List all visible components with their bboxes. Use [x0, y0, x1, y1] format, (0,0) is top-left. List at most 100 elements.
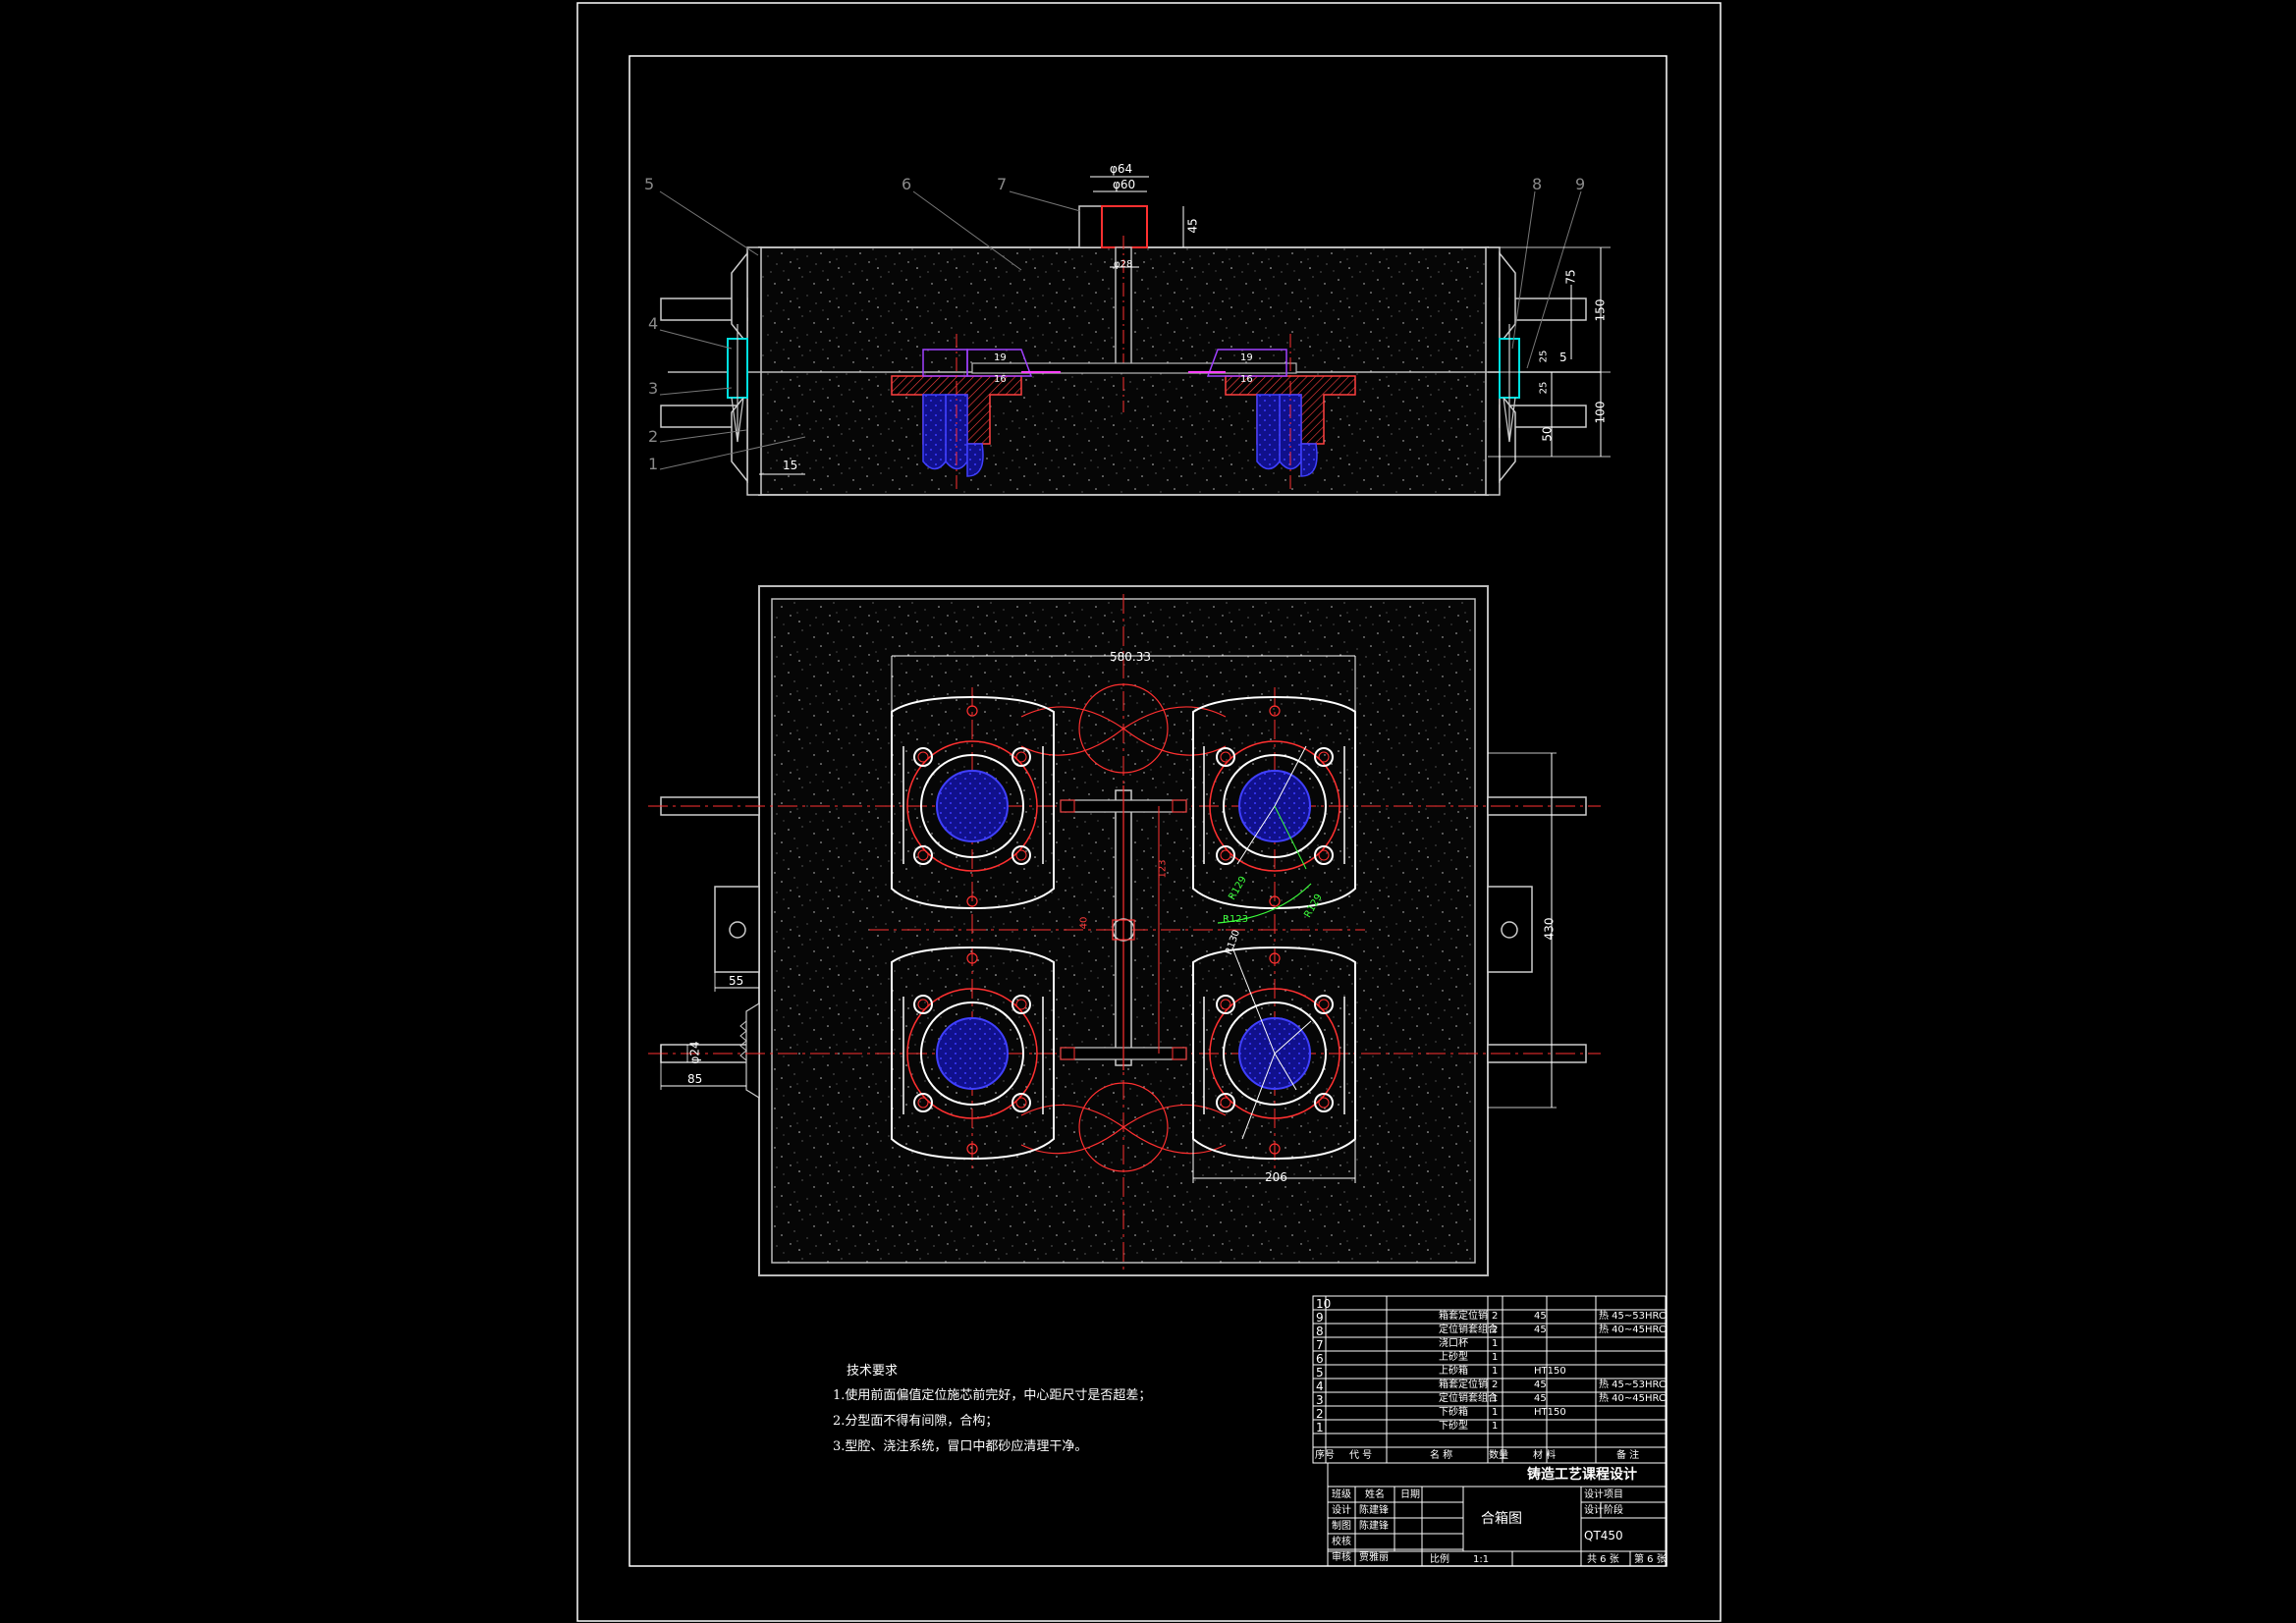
- casting-top-right: [1192, 695, 1356, 924]
- tb-proj: 设计项目: [1584, 1489, 1623, 1500]
- tb-r-audit: 审核: [1332, 1552, 1351, 1563]
- tb-r-class: 班级: [1332, 1489, 1351, 1500]
- dim-l19b: 19: [1240, 352, 1253, 363]
- bom-row-qty: 1: [1492, 1338, 1499, 1349]
- dim-d15: 15: [783, 459, 798, 472]
- bom-row-note: 热 45~53HRC: [1599, 1380, 1666, 1390]
- casting-bottom-left: [891, 946, 1055, 1161]
- bom-row-mat: 45: [1534, 1311, 1547, 1322]
- bom-header-qty: 数量: [1489, 1450, 1508, 1461]
- dim-d64: φ64: [1110, 162, 1133, 176]
- tb-stage: 设计阶段: [1584, 1505, 1623, 1516]
- tech-item-2: 2.分型面不得有间隙，合构；: [833, 1414, 999, 1429]
- bom-row-qty: 1: [1492, 1421, 1499, 1432]
- bom-row-name: 下砂型: [1439, 1421, 1468, 1432]
- bom-row-note: 热 40~45HRC: [1599, 1393, 1666, 1404]
- bom-row-qty: 1: [1492, 1407, 1499, 1418]
- bom-header-name: 名 称: [1430, 1450, 1453, 1461]
- dim-v75: 75: [1563, 269, 1578, 285]
- dim-d60: φ60: [1113, 178, 1136, 191]
- balloon-2: 2: [648, 427, 659, 446]
- bom-row-mat: HT150: [1534, 1366, 1566, 1377]
- tb-drawing: 合箱图: [1481, 1511, 1522, 1527]
- dim-plan-r123b: R123: [1223, 914, 1249, 925]
- bom-row-qty: 2: [1492, 1311, 1499, 1322]
- bom-row-name: 下砂箱: [1439, 1407, 1468, 1418]
- bom-row-name: 箱套定位销: [1439, 1311, 1488, 1322]
- dim-plan-bottom: 206: [1265, 1170, 1287, 1184]
- bom-header-mat: 材 料: [1533, 1450, 1557, 1461]
- bom-row-note: 热 40~45HRC: [1599, 1325, 1666, 1335]
- tb-sheet: 第 6 张: [1634, 1554, 1667, 1565]
- bom-row-qty: 2: [1492, 1325, 1499, 1335]
- tb-r-name: 姓名: [1365, 1489, 1385, 1500]
- bom-row-name: 箱套定位销: [1439, 1380, 1488, 1390]
- dim-l16a: 16: [994, 374, 1007, 385]
- bom-row-no: 1: [1316, 1421, 1324, 1434]
- bom-row-no: 6: [1316, 1352, 1324, 1366]
- bom-row-mat: 45: [1534, 1380, 1547, 1390]
- tb-r-audit-v: 贾雅丽: [1359, 1552, 1389, 1563]
- dim-plan-r123: 123: [1157, 859, 1169, 879]
- tb-r-draw: 制图: [1332, 1521, 1351, 1532]
- dim-plan-h430: 430: [1542, 917, 1557, 941]
- bom-table: [1312, 1295, 1667, 1567]
- dim-plan-d24: φ24: [687, 1041, 702, 1064]
- bom-row-mat: 45: [1534, 1393, 1547, 1404]
- tb-course: 铸造工艺课程设计: [1527, 1467, 1637, 1483]
- bom-row-name: 定位销套组合: [1439, 1393, 1498, 1404]
- balloon-7: 7: [997, 175, 1008, 193]
- tb-r-design: 设计: [1332, 1505, 1351, 1516]
- bom-row-no: 7: [1316, 1338, 1324, 1352]
- tb-r-check: 校核: [1332, 1537, 1351, 1547]
- bom-row-no: 2: [1316, 1407, 1324, 1421]
- bom-row-qty: 2: [1492, 1380, 1499, 1390]
- bom-row-no: 10: [1316, 1297, 1332, 1311]
- bom-row-mat: HT150: [1534, 1407, 1566, 1418]
- section-view: [659, 176, 1611, 496]
- dim-v100: 100: [1593, 401, 1608, 424]
- tb-r-design-v1: 陈建锋: [1359, 1505, 1389, 1516]
- balloon-1: 1: [648, 455, 659, 473]
- bom-header-code: 代 号: [1349, 1450, 1373, 1461]
- balloon-3: 3: [648, 379, 659, 398]
- bom-row-note: 热 45~53HRC: [1599, 1311, 1666, 1322]
- bom-row-no: 5: [1316, 1366, 1324, 1380]
- outer-border: [576, 2, 1722, 1622]
- tb-scale-label: 比例: [1430, 1554, 1449, 1565]
- inner-border: [629, 55, 1667, 1567]
- bom-row-qty: 1: [1492, 1393, 1499, 1404]
- dim-v25a: 25: [1538, 350, 1550, 363]
- tech-item-1: 1.使用前面偏值定位施芯前完好，中心距尺寸是否超差；: [833, 1388, 1152, 1403]
- dim-l16b: 16: [1240, 374, 1253, 385]
- tb-material: QT450: [1584, 1529, 1623, 1542]
- dim-v50: 50: [1540, 426, 1555, 442]
- casting-top-left: [891, 695, 1055, 910]
- bom-row-qty: 1: [1492, 1352, 1499, 1363]
- dim-v150: 150: [1593, 298, 1608, 322]
- plan-view: [648, 585, 1601, 1276]
- bom-row-name: 定位销套组合: [1439, 1325, 1498, 1335]
- balloon-4: 4: [648, 314, 659, 333]
- balloon-8: 8: [1532, 175, 1543, 193]
- tb-r-draw-v: 陈建锋: [1359, 1521, 1389, 1532]
- tb-r-date: 日期: [1400, 1489, 1420, 1500]
- dim-l19a: 19: [994, 352, 1007, 363]
- bom-row-no: 4: [1316, 1380, 1324, 1393]
- tb-sheets: 共 6 张: [1587, 1554, 1619, 1565]
- bom-row-name: 上砂箱: [1439, 1366, 1468, 1377]
- bom-row-name: 浇口杯: [1439, 1338, 1468, 1349]
- bom-header-note: 备 注: [1616, 1450, 1640, 1461]
- balloon-9: 9: [1575, 175, 1586, 193]
- balloon-5: 5: [644, 175, 655, 193]
- dim-plan-w85: 85: [687, 1072, 703, 1086]
- bom-header-no: 序号: [1315, 1450, 1335, 1461]
- dim-h45: 45: [1185, 218, 1200, 234]
- bom-row-qty: 1: [1492, 1366, 1499, 1377]
- dim-v25b: 25: [1538, 381, 1550, 395]
- dim-plan-top: 580.33: [1110, 650, 1151, 664]
- bom-row-name: 上砂型: [1439, 1352, 1468, 1363]
- tech-title: 技术要求: [847, 1364, 899, 1379]
- dim-plan-w55: 55: [729, 974, 744, 988]
